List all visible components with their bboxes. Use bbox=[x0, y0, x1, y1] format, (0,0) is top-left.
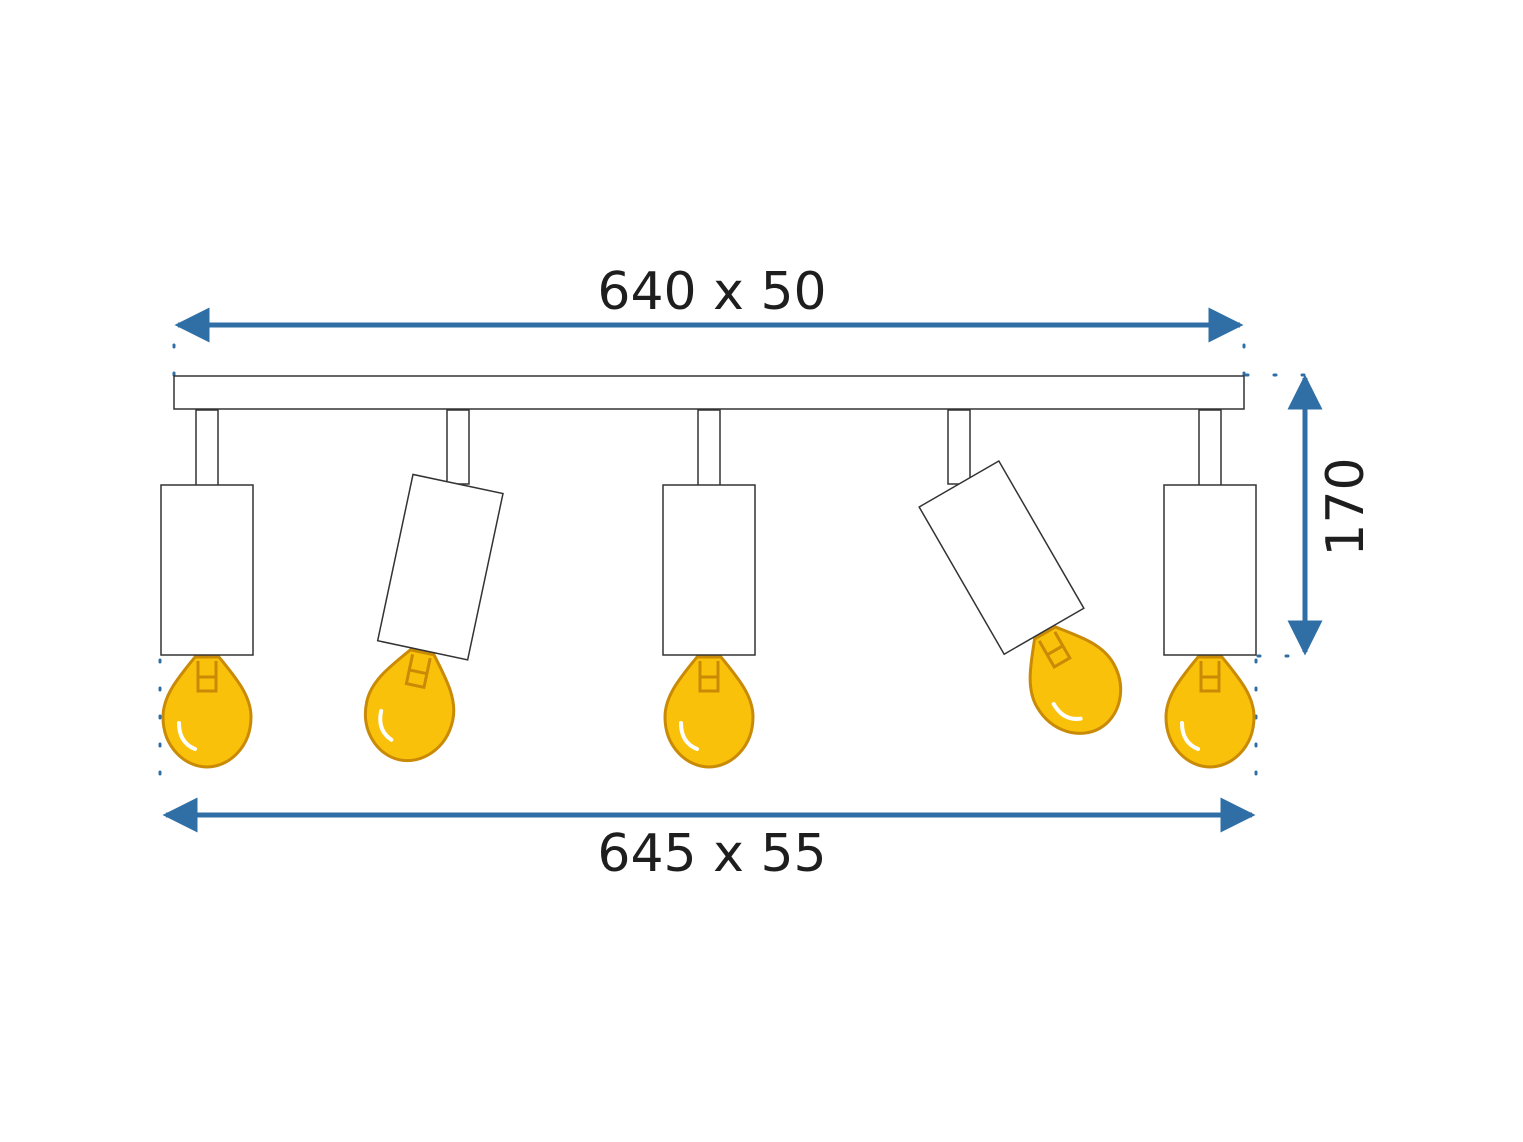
spotlight-3 bbox=[662, 484, 756, 769]
spotlight-housing bbox=[376, 473, 504, 661]
bulb-icon bbox=[161, 655, 253, 769]
spotlight-2 bbox=[364, 473, 504, 763]
top-width-label: 640 x 50 bbox=[597, 262, 827, 322]
stems bbox=[195, 409, 1222, 487]
spotlight-housing bbox=[1163, 484, 1257, 656]
spotlight-1 bbox=[160, 484, 254, 769]
spotlight-4 bbox=[918, 459, 1122, 735]
spotlight-5 bbox=[1163, 484, 1257, 769]
bulb-icon bbox=[1164, 655, 1256, 769]
bottom-width-label: 645 x 55 bbox=[597, 824, 827, 884]
spotlight-housing bbox=[918, 459, 1085, 656]
spotlight-housing bbox=[160, 484, 254, 656]
spotlight-housing bbox=[662, 484, 756, 656]
bulb-icon bbox=[1028, 625, 1122, 735]
mounting-bar bbox=[173, 375, 1245, 410]
height-label: 170 bbox=[1316, 457, 1376, 557]
dotted-guides bbox=[158, 343, 1307, 797]
bulb-icon bbox=[364, 648, 456, 763]
bulb-icon bbox=[663, 655, 755, 769]
